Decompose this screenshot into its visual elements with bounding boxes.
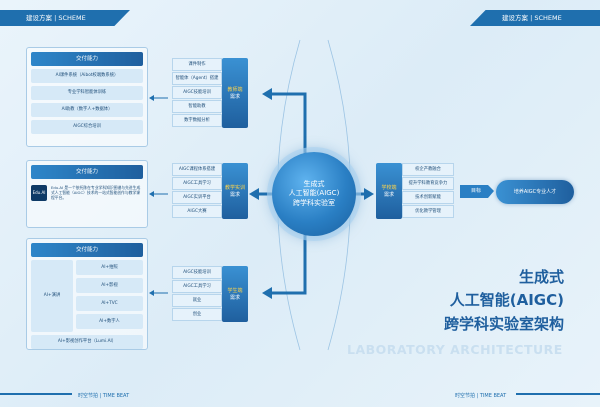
ai-speech-cell: AI+演讲 [31, 260, 73, 332]
title-line-1: 生成式 [518, 268, 564, 286]
center-lab-circle: 生成式 人工智能(AIGC) 跨学科实验室 [272, 152, 356, 236]
list-item: 专业学科智能体训练 [31, 86, 143, 100]
list-item: 创业 [172, 308, 222, 321]
list-item: 优化教学管理 [402, 205, 454, 218]
delivery-panel-bottom: 交付能力 AI+演讲 AI+拍照 AI+影视 AI+TVC AI+数字人 AI+… [26, 238, 148, 350]
list-item: 就业 [172, 294, 222, 307]
goal-result: 培养AIGC专业人才 [496, 180, 574, 204]
role-label: 需求 [383, 192, 394, 198]
header-banner-left: 建设方案 | SCHEME [0, 10, 130, 26]
panel-head: 交付能力 [31, 243, 143, 257]
role-label: 需求 [229, 94, 240, 100]
list-item: AI+拍照 [76, 260, 143, 275]
list-item: AIGC综合培训 [31, 120, 143, 134]
list-item: AIGC课程体系搭建 [172, 163, 222, 176]
school-role-box: 学校端 需求 [376, 163, 402, 219]
role-tag: 教师端 [227, 87, 243, 93]
role-tag: 学校端 [381, 185, 397, 191]
list-item: 智能体（Agent）搭建 [172, 72, 222, 85]
list-item: AIGC工具学习 [172, 280, 222, 293]
center-line-2: 人工智能(AIGC) [288, 189, 340, 198]
role-label: 需求 [229, 192, 240, 198]
center-line-1: 生成式 [303, 179, 325, 188]
list-item: 技术创新赋能 [402, 191, 454, 204]
list-item: AI+影视 [76, 278, 143, 293]
role-label: 需求 [229, 295, 240, 301]
list-item: 校企产教融合 [402, 163, 454, 176]
list-item: AI课件系统（Aibot校端数系统） [31, 69, 143, 83]
list-item: AIGC工具学习 [172, 177, 222, 190]
list-item: 提升学科教育竞争力 [402, 177, 454, 190]
list-item: AI+TVC [76, 296, 143, 311]
footer-text-left: 时空节拍 | TIME BEAT [78, 393, 130, 399]
delivery-panel-mid: 交付能力 Edu.AI Edu.AI 是一个依托陈在专业学科知识图谱与先进生成式… [26, 160, 148, 228]
list-item: 数字数据分析 [172, 114, 222, 127]
header-banner-right: 建设方案 | SCHEME [470, 10, 600, 26]
list-item: 智能助教 [172, 100, 222, 113]
delivery-panel-top: 交付能力 AI课件系统（Aibot校端数系统） 专业学科智能体训练 AI助教（数… [26, 47, 148, 147]
footer-line-left [0, 393, 72, 395]
edu-role-box: 教学实训 需求 [222, 163, 248, 219]
title-line-3: 跨学科实验室架构 [443, 315, 564, 333]
edu-ai-logo: Edu.AI [31, 185, 47, 201]
student-needs: AIGC技能培训 AIGC工具学习 就业 创业 [172, 266, 222, 322]
title-line-2: 人工智能(AIGC) [449, 291, 564, 309]
panel-head: 交付能力 [31, 52, 143, 66]
list-item: AI+数字人 [76, 314, 143, 329]
list-item: 课件制作 [172, 58, 222, 71]
list-item: AIGC实训平台 [172, 191, 222, 204]
list-item: AIGC大赛 [172, 205, 222, 218]
edu-ai-description: Edu.AI 是一个依托陈在专业学科知识图谱与先进生成式人工智能（AIGC）技术… [51, 185, 141, 200]
list-item: AI助教（数字人+数据体） [31, 103, 143, 117]
student-role-box: 学生端 需求 [222, 266, 248, 322]
footer-line-right [516, 393, 600, 395]
footer-text-right: 时空节拍 | TIME BEAT [455, 393, 507, 399]
teacher-role-box: 教师端 需求 [222, 58, 248, 128]
teacher-needs: 课件制作 智能体（Agent）搭建 AIGC技能培训 智能助教 数字数据分析 [172, 58, 222, 128]
list-item: AIGC技能培训 [172, 266, 222, 279]
role-tag: 学生端 [227, 288, 243, 294]
panel-head: 交付能力 [31, 165, 143, 179]
list-item: AIGC技能培训 [172, 86, 222, 99]
school-needs: 校企产教融合 提升学科教育竞争力 技术创新赋能 优化教学管理 [402, 163, 454, 219]
platform-footer: AI+影视创作平台（Lumi.AI） [31, 335, 143, 349]
goal-tag: 目标 [470, 188, 481, 194]
role-tag: 教学实训 [224, 185, 245, 191]
edu-needs: AIGC课程体系搭建 AIGC工具学习 AIGC实训平台 AIGC大赛 [172, 163, 222, 219]
center-line-3: 跨学科实验室 [293, 198, 335, 207]
subtitle: LABORATORY ARCHITECTURE [347, 342, 563, 357]
